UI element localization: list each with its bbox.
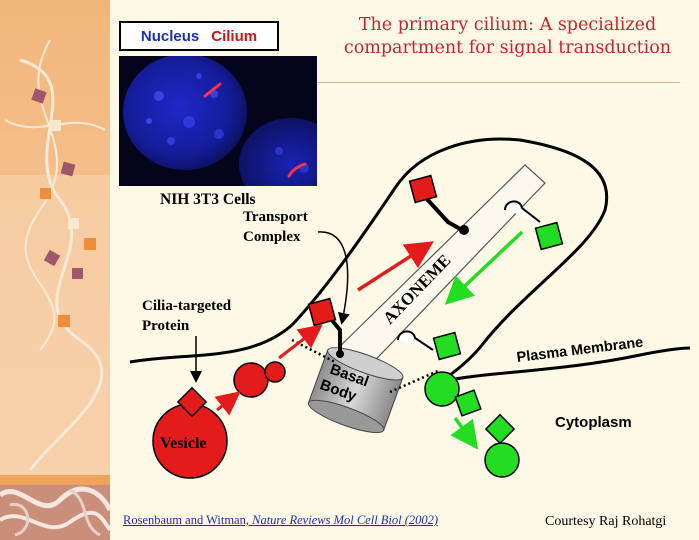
citation-journal: Nature Reviews Mol Cell Biol (2002)	[252, 513, 439, 527]
cilia-targeted-label-1: Cilia-targeted	[142, 298, 232, 314]
vesicle-label: Vesicle	[160, 435, 207, 452]
micrograph-legend: Nucleus Cilium	[119, 21, 279, 51]
citation-authors: Rosenbaum and Witman,	[123, 513, 253, 527]
micrograph-caption: NIH 3T3 Cells	[160, 191, 256, 208]
plasma-membrane-line	[129, 323, 293, 364]
anterograde-arrow	[357, 241, 434, 292]
basal-body	[307, 347, 404, 434]
courtesy-credit: Courtesy Raj Rohatgi	[545, 514, 667, 529]
cytoplasm-label: Cytoplasm	[555, 414, 632, 431]
decorative-sidebar	[0, 0, 110, 540]
cilium-membrane	[290, 137, 609, 384]
plasma-membrane-right	[439, 346, 691, 384]
fluorescence-micrograph	[119, 56, 317, 186]
title-line-2: compartment for signal transduction	[343, 38, 672, 58]
transport-complex-label-1: Transport	[243, 209, 308, 225]
title-divider	[300, 82, 680, 83]
retrograde-arrow	[444, 230, 524, 305]
legend-nucleus: Nucleus	[140, 27, 200, 45]
slide-title: The primary cilium: A specialized compar…	[330, 14, 685, 60]
title-line-1: The primary cilium: A specialized	[358, 15, 657, 35]
legend-cilium: Cilium	[211, 27, 258, 45]
transport-complex-label-2: Complex	[243, 229, 301, 245]
cilia-targeted-label-2: Protein	[142, 318, 190, 334]
citation-link[interactable]: Rosenbaum and Witman, Nature Reviews Mol…	[123, 513, 438, 528]
